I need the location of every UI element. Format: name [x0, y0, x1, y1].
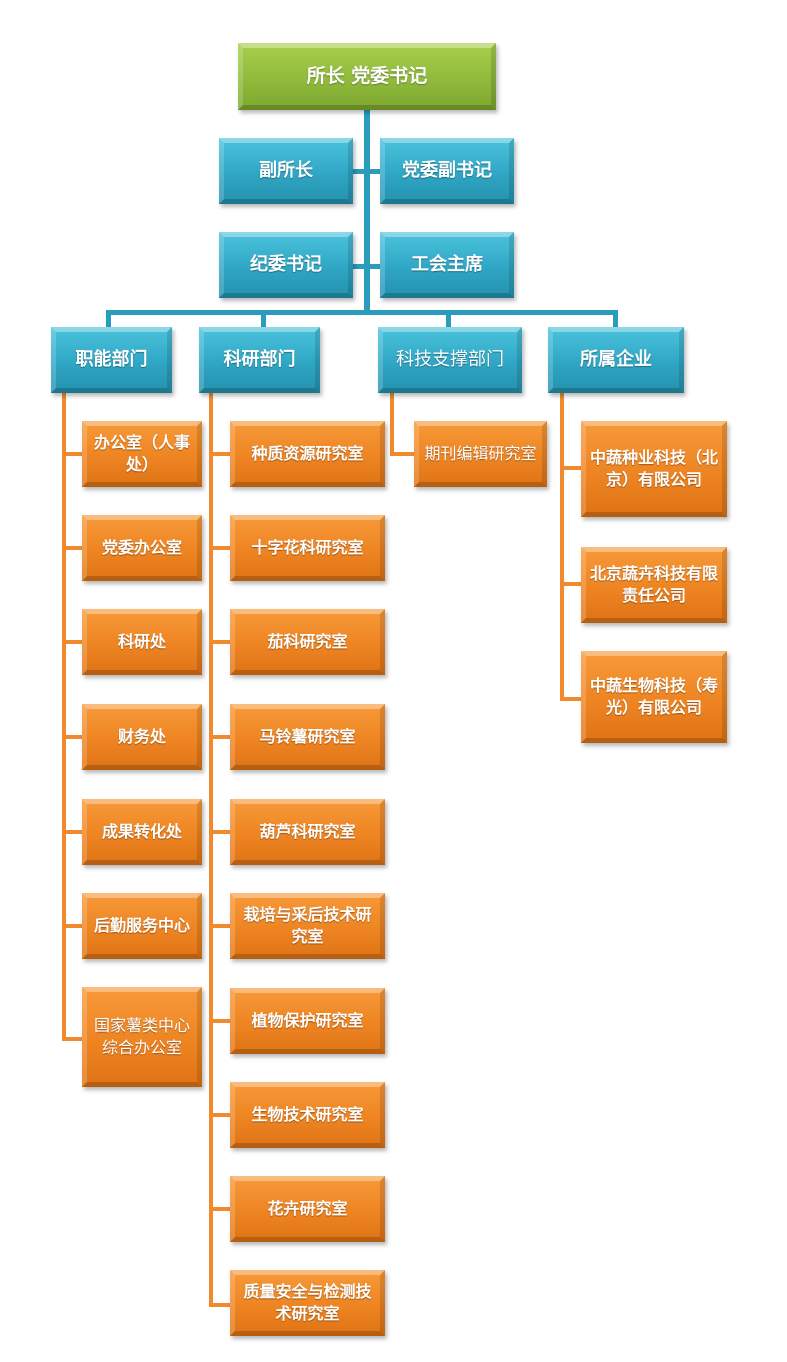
unit-label: 北京蔬卉科技有限责任公司	[589, 564, 718, 605]
connector-leader-row2	[352, 264, 380, 269]
unit-box[interactable]: 栽培与采后技术研究室	[230, 893, 385, 959]
connector-dept-1	[106, 310, 111, 328]
leader-label: 纪委书记	[250, 253, 322, 275]
connector-dept2-spine	[209, 392, 213, 1306]
connector-tick	[62, 546, 82, 550]
connector-dept4-spine	[560, 392, 564, 697]
connector-tick	[560, 582, 581, 586]
connector-tick	[560, 466, 581, 470]
connector-tick	[209, 1303, 230, 1307]
unit-box[interactable]: 十字花科研究室	[230, 515, 385, 581]
connector-tick	[209, 1113, 230, 1117]
unit-label: 栽培与采后技术研究室	[243, 905, 372, 946]
unit-label: 葫芦科研究室	[259, 822, 356, 842]
unit-box[interactable]: 植物保护研究室	[230, 988, 385, 1054]
dept-box-research[interactable]: 科研部门	[199, 327, 320, 393]
connector-tick	[62, 1037, 82, 1041]
unit-label: 成果转化处	[101, 822, 182, 842]
unit-label: 中蔬生物科技（寿光）有限公司	[589, 676, 718, 717]
connector-trunk	[364, 108, 370, 314]
connector-dept-bar	[106, 310, 618, 315]
unit-label: 财务处	[117, 727, 166, 747]
unit-label: 花卉研究室	[267, 1199, 348, 1219]
connector-tick	[209, 830, 230, 834]
connector-tick	[209, 640, 230, 644]
connector-tick	[62, 924, 82, 928]
unit-box[interactable]: 成果转化处	[82, 799, 202, 865]
unit-label: 后勤服务中心	[93, 916, 190, 936]
unit-box[interactable]: 国家薯类中心综合办公室	[82, 987, 202, 1087]
unit-label: 质量安全与检测技术研究室	[243, 1282, 372, 1323]
dept-label: 科技支撑部门	[396, 348, 504, 370]
connector-tick	[62, 735, 82, 739]
dept-box-functional[interactable]: 职能部门	[51, 327, 172, 393]
connector-tick	[209, 924, 230, 928]
leader-box-deputy-secretary[interactable]: 党委副书记	[380, 138, 514, 204]
dept-box-affiliated-enterprises[interactable]: 所属企业	[548, 327, 684, 393]
unit-label: 办公室（人事处）	[93, 433, 190, 474]
dept-box-tech-support[interactable]: 科技支撑部门	[378, 327, 522, 393]
unit-label: 党委办公室	[101, 538, 182, 558]
connector-leader-row1	[352, 169, 380, 174]
leader-box-discipline-secretary[interactable]: 纪委书记	[219, 232, 353, 298]
unit-box[interactable]: 中蔬生物科技（寿光）有限公司	[581, 651, 727, 743]
dept-label: 科研部门	[223, 348, 296, 370]
unit-box[interactable]: 科研处	[82, 609, 202, 675]
connector-tick	[62, 830, 82, 834]
connector-tick	[62, 640, 82, 644]
unit-box[interactable]: 生物技术研究室	[230, 1082, 385, 1148]
unit-box[interactable]: 种质资源研究室	[230, 421, 385, 487]
connector-tick	[209, 735, 230, 739]
leader-label: 工会主席	[411, 253, 483, 275]
dept-label: 职能部门	[75, 348, 148, 370]
unit-box[interactable]: 花卉研究室	[230, 1176, 385, 1242]
unit-box[interactable]: 马铃薯研究室	[230, 704, 385, 770]
leader-box-union-chair[interactable]: 工会主席	[380, 232, 514, 298]
unit-label: 期刊编辑研究室	[424, 444, 537, 464]
connector-dept3-spine	[390, 392, 394, 454]
unit-label: 十字花科研究室	[251, 538, 364, 558]
connector-dept1-spine	[62, 392, 66, 1037]
leader-box-deputy-director[interactable]: 副所长	[219, 138, 353, 204]
unit-box[interactable]: 期刊编辑研究室	[414, 421, 547, 487]
connector-tick	[209, 452, 230, 456]
director-label: 所长 党委书记	[306, 64, 428, 87]
connector-tick	[62, 452, 82, 456]
director-box[interactable]: 所长 党委书记	[238, 43, 496, 110]
unit-label: 生物技术研究室	[251, 1105, 364, 1125]
unit-box[interactable]: 葫芦科研究室	[230, 799, 385, 865]
unit-label: 科研处	[117, 632, 166, 652]
connector-tick	[209, 1207, 230, 1211]
unit-box[interactable]: 中蔬种业科技（北京）有限公司	[581, 421, 727, 517]
unit-label: 国家薯类中心综合办公室	[93, 1016, 190, 1057]
connector-dept-3	[446, 310, 451, 328]
leader-label: 副所长	[259, 159, 313, 181]
connector-tick	[390, 452, 414, 456]
unit-box[interactable]: 北京蔬卉科技有限责任公司	[581, 547, 727, 623]
unit-label: 马铃薯研究室	[259, 727, 356, 747]
unit-box[interactable]: 质量安全与检测技术研究室	[230, 1270, 385, 1336]
unit-box[interactable]: 党委办公室	[82, 515, 202, 581]
leader-label: 党委副书记	[402, 159, 492, 181]
connector-tick	[209, 546, 230, 550]
unit-box[interactable]: 后勤服务中心	[82, 893, 202, 959]
connector-tick	[209, 1019, 230, 1023]
unit-box[interactable]: 办公室（人事处）	[82, 421, 202, 487]
connector-dept-4	[613, 310, 618, 328]
dept-label: 所属企业	[580, 348, 652, 370]
unit-label: 茄科研究室	[267, 632, 348, 652]
connector-tick	[560, 697, 581, 701]
unit-box[interactable]: 财务处	[82, 704, 202, 770]
unit-box[interactable]: 茄科研究室	[230, 609, 385, 675]
connector-dept-2	[261, 310, 266, 328]
unit-label: 种质资源研究室	[251, 444, 364, 464]
unit-label: 中蔬种业科技（北京）有限公司	[589, 448, 718, 489]
unit-label: 植物保护研究室	[251, 1011, 364, 1031]
